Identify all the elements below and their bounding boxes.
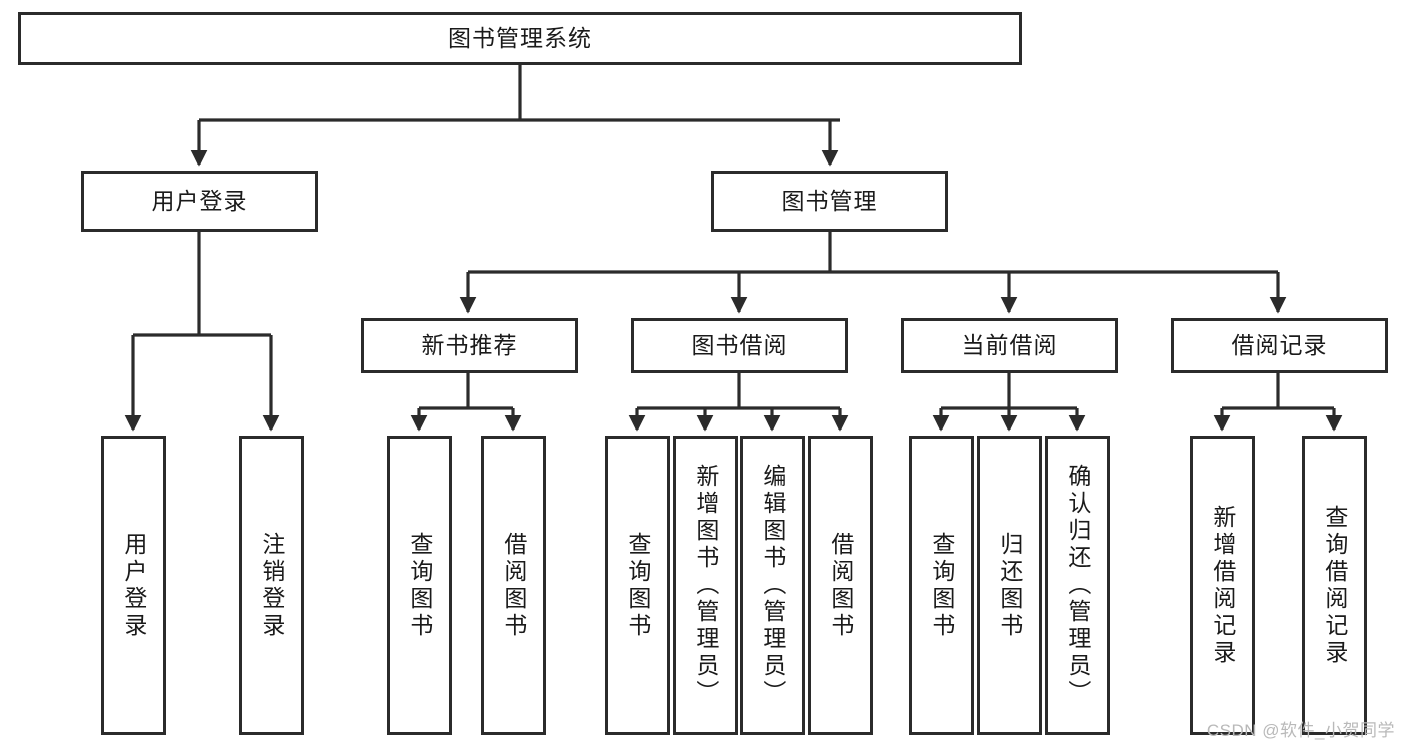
node-label: 新增图书（管理员） [692, 464, 719, 707]
node-label: 新增借阅记录 [1209, 504, 1236, 667]
node-label: 当前借阅 [961, 331, 1058, 358]
leaf-current-confirm-return-admin[interactable]: 确认归还（管理员） [1045, 436, 1110, 735]
leaf-borrow-query-book[interactable]: 查询图书 [605, 436, 670, 735]
node-label: 编辑图书（管理员） [759, 464, 786, 707]
node-label: 图书管理系统 [448, 24, 592, 51]
node-label: 图书管理 [781, 187, 878, 214]
node-label: 查询借阅记录 [1321, 504, 1348, 667]
node-label: 查询图书 [624, 531, 651, 640]
leaf-record-add-borrow-record[interactable]: 新增借阅记录 [1190, 436, 1255, 735]
node-book-manage[interactable]: 图书管理 [711, 171, 948, 232]
node-label: 用户登录 [151, 187, 248, 214]
node-label: 借阅图书 [500, 531, 527, 640]
leaf-current-return-book[interactable]: 归还图书 [977, 436, 1042, 735]
node-label: 确认归还（管理员） [1064, 464, 1091, 707]
node-label: 用户登录 [120, 531, 147, 640]
leaf-recommend-borrow-book[interactable]: 借阅图书 [481, 436, 546, 735]
leaf-current-query-book[interactable]: 查询图书 [909, 436, 974, 735]
leaf-user-logout[interactable]: 注销登录 [239, 436, 304, 735]
node-borrow-record[interactable]: 借阅记录 [1171, 318, 1388, 373]
leaf-borrow-add-book-admin[interactable]: 新增图书（管理员） [673, 436, 738, 735]
leaf-borrow-edit-book-admin[interactable]: 编辑图书（管理员） [740, 436, 805, 735]
node-root-system[interactable]: 图书管理系统 [18, 12, 1022, 65]
node-label: 归还图书 [996, 531, 1023, 640]
node-user-login[interactable]: 用户登录 [81, 171, 318, 232]
leaf-borrow-do-borrow[interactable]: 借阅图书 [808, 436, 873, 735]
node-label: 新书推荐 [421, 331, 518, 358]
node-label: 查询图书 [406, 531, 433, 640]
watermark-text: CSDN @软件_小贺同学 [1206, 721, 1395, 740]
node-label: 注销登录 [258, 531, 285, 640]
node-new-book-recommend[interactable]: 新书推荐 [361, 318, 578, 373]
node-label: 图书借阅 [691, 331, 788, 358]
node-current-borrow[interactable]: 当前借阅 [901, 318, 1118, 373]
leaf-record-query-borrow-record[interactable]: 查询借阅记录 [1302, 436, 1367, 735]
node-label: 借阅记录 [1231, 331, 1328, 358]
node-label: 查询图书 [928, 531, 955, 640]
node-book-borrow[interactable]: 图书借阅 [631, 318, 848, 373]
leaf-user-login[interactable]: 用户登录 [101, 436, 166, 735]
leaf-recommend-query-book[interactable]: 查询图书 [387, 436, 452, 735]
node-label: 借阅图书 [827, 531, 854, 640]
